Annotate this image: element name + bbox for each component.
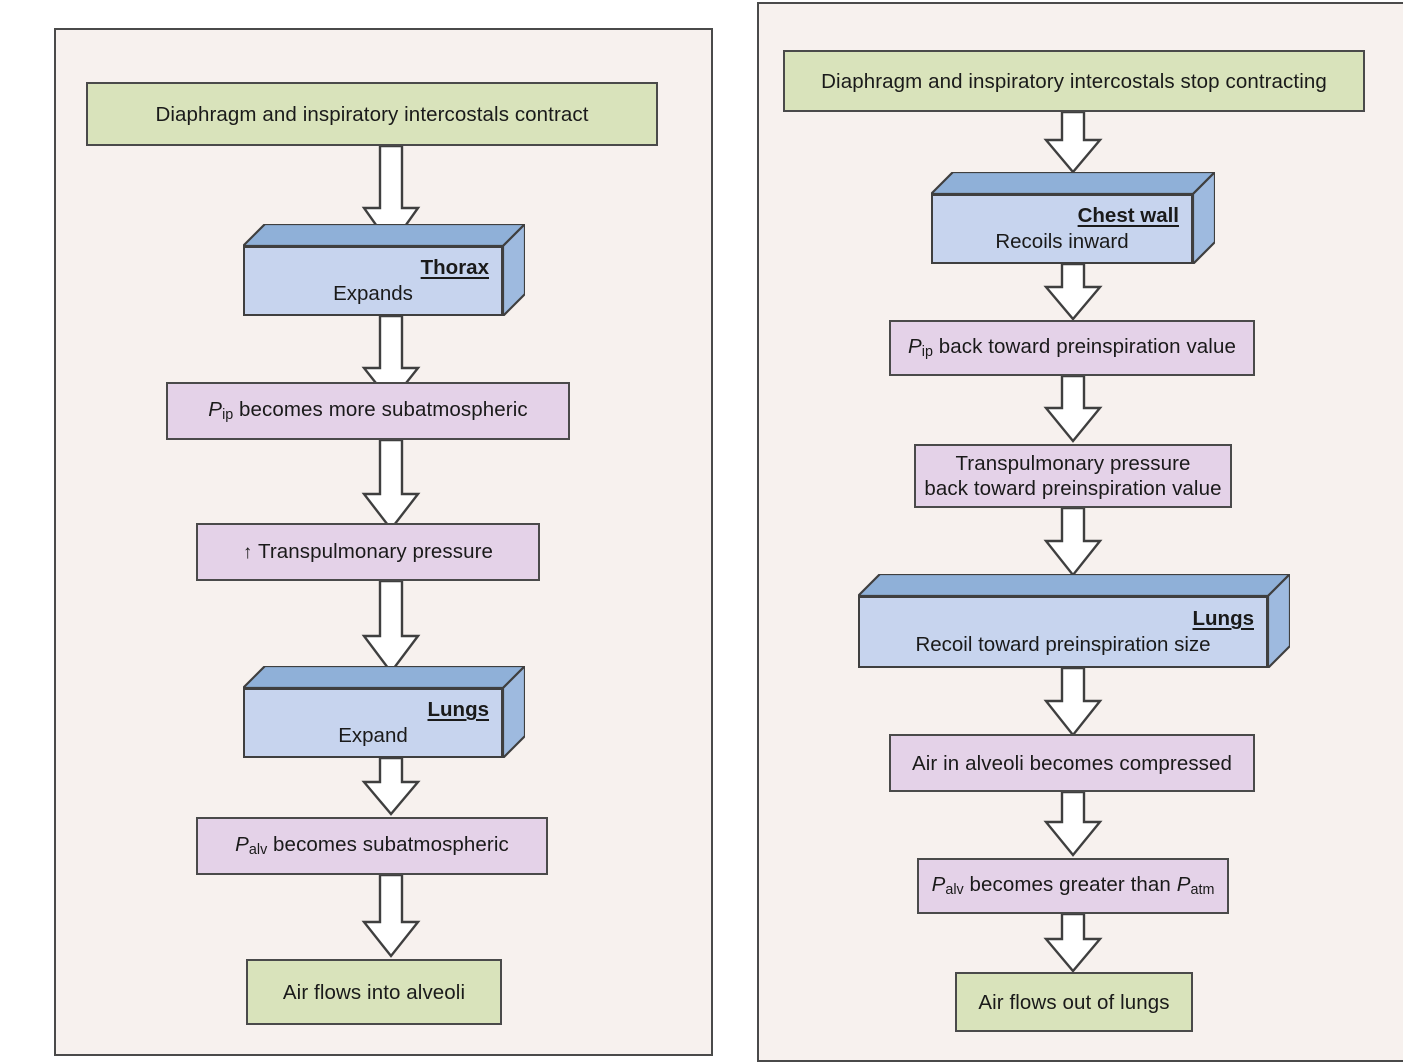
node-label: Palv becomes subatmospheric: [235, 833, 509, 859]
connector-arrow: [359, 756, 423, 818]
connector-arrow: [359, 438, 423, 533]
node-subtitle: Expands: [333, 282, 413, 305]
node-pip-back-preinspiration: Pip back toward preinspiration value: [889, 320, 1255, 376]
connector-arrow: [1041, 666, 1105, 738]
connector-arrow: [359, 579, 423, 676]
node-air-flows-out-of-lungs: Air flows out of lungs: [955, 972, 1193, 1032]
node-transpulmonary-back-preinspiration: Transpulmonary pressure back toward prei…: [914, 444, 1232, 508]
node-label: Pip back toward preinspiration value: [908, 335, 1236, 361]
node-title: Chest wall: [1077, 204, 1179, 228]
node-label: Diaphragm and inspiratory intercostals s…: [821, 69, 1327, 93]
node-label-line1: Transpulmonary pressure: [955, 452, 1191, 475]
expiration-panel: Diaphragm and inspiratory intercostals s…: [757, 2, 1403, 1062]
node-label: Palv becomes greater than Patm: [931, 873, 1215, 899]
node-thorax: Thorax Expands: [243, 224, 525, 316]
node-title: Thorax: [420, 256, 489, 280]
node-palv-greater-patm: Palv becomes greater than Patm: [917, 858, 1229, 914]
node-label: Air flows into alveoli: [282, 980, 466, 1004]
connector-arrow: [1041, 374, 1105, 444]
up-arrow-icon: ↑: [242, 542, 253, 564]
node-label: Pip becomes more subatmospheric: [208, 398, 528, 424]
node-label: Diaphragm and inspiratory intercostals c…: [155, 102, 589, 126]
node-subtitle: Recoils inward: [995, 230, 1129, 253]
inspiration-panel: Diaphragm and inspiratory intercostals c…: [54, 28, 713, 1056]
node-transpulmonary-pressure-up: ↑ Transpulmonary pressure: [196, 523, 540, 581]
connector-arrow: [1041, 506, 1105, 578]
node-title: Lungs: [427, 698, 490, 722]
node-label: Air flows out of lungs: [978, 990, 1170, 1014]
connector-arrow: [1041, 110, 1105, 176]
connector-arrow: [359, 873, 423, 959]
node-subtitle: Expand: [338, 724, 408, 747]
node-diaphragm-stop-contract: Diaphragm and inspiratory intercostals s…: [783, 50, 1365, 112]
node-label-line2: back toward preinspiration value: [924, 477, 1222, 500]
node-label: ↑ Transpulmonary pressure: [242, 540, 494, 564]
connector-arrow: [1041, 912, 1105, 974]
node-air-flows-into-alveoli: Air flows into alveoli: [246, 959, 502, 1025]
node-chest-wall: Chest wall Recoils inward: [931, 172, 1215, 264]
node-palv-subatmospheric: Palv becomes subatmospheric: [196, 817, 548, 875]
connector-arrow: [1041, 790, 1105, 858]
node-label: Air in alveoli becomes compressed: [911, 751, 1233, 775]
connector-arrow: [1041, 262, 1105, 322]
node-air-alveoli-compressed: Air in alveoli becomes compressed: [889, 734, 1255, 792]
node-pip-subatmospheric: Pip becomes more subatmospheric: [166, 382, 570, 440]
node-diaphragm-contract: Diaphragm and inspiratory intercostals c…: [86, 82, 658, 146]
node-lungs-expand: Lungs Expand: [243, 666, 525, 758]
node-title: Lungs: [1192, 607, 1255, 631]
node-lungs-recoil: Lungs Recoil toward preinspiration size: [858, 574, 1290, 668]
node-subtitle: Recoil toward preinspiration size: [915, 633, 1211, 656]
